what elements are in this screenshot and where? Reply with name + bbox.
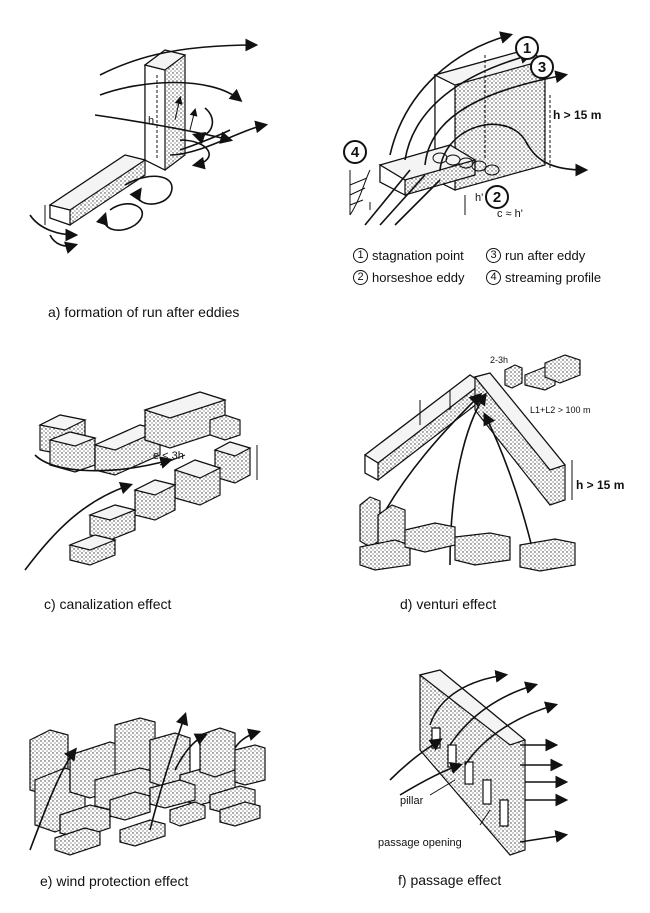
horseshoe-eddy-sketch [349, 31, 589, 226]
marker-2: 2 [485, 185, 509, 209]
caption-f: f) passage effect [398, 872, 502, 888]
height-label-a: h > 15 m [553, 108, 602, 122]
passage-effect-sketch [389, 669, 569, 856]
caption-e: e) wind protection effect [40, 873, 189, 889]
caption-a: a) formation of run after eddies [48, 304, 240, 320]
height-label-d: h > 15 m [576, 478, 625, 492]
top-gap-label: 2-3h [490, 355, 509, 365]
label-h: h [148, 115, 155, 127]
marker-4: 4 [343, 140, 367, 164]
panel-f: pillar passage opening [370, 669, 640, 860]
wind-protection-sketch [29, 711, 266, 856]
run-after-eddy-sketch [29, 38, 269, 254]
length-label: L1+L2 > 100 m [530, 405, 591, 415]
panel-a-right-sketch: 1 3 4 2 h > 15 m h' c ≈ h' [335, 30, 635, 240]
panel-c: e < 3h [24, 380, 295, 580]
gap-label: e < 3h [153, 450, 184, 462]
panel-a-left-sketch: h [20, 20, 300, 280]
caption-c: c) canalization effect [44, 596, 172, 612]
h-prime-label: h' [475, 192, 484, 204]
marker-3: 3 [530, 55, 554, 79]
caption-d: d) venturi effect [400, 596, 497, 612]
passage-opening-label: passage opening [378, 837, 462, 849]
panel-d: 2-3h L1+L2 > 100 m h > 15 m [350, 354, 640, 580]
panel-e [20, 700, 290, 865]
canalization-sketch [24, 391, 258, 571]
c-approx-label: c ≈ h' [497, 208, 523, 220]
venturi-sketch [359, 354, 581, 572]
pillar-label: pillar [400, 795, 424, 807]
